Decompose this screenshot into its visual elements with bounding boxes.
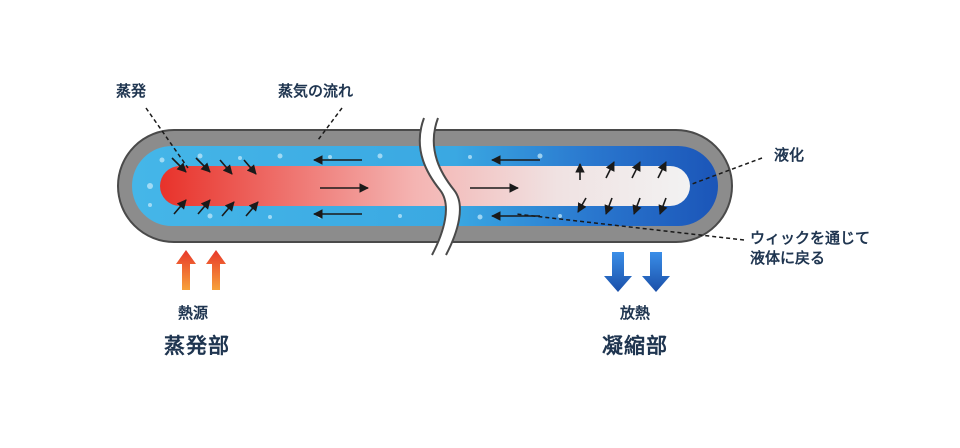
evaporation-arrow [173,199,187,215]
label-evaporator-section: 蒸発部 [164,334,230,358]
pipe-break-gap [419,118,460,255]
heat-up-arrow [206,250,226,290]
evaporation-arrow [171,157,187,173]
evaporation-arrow [245,201,259,217]
label-evaporation: 蒸発 [116,82,147,100]
heat-down-arrow [642,252,670,292]
condensation-arrow [605,161,615,179]
label-heat-source: 熱源 [178,304,209,322]
evaporation-arrow [219,159,233,175]
label-wick-return-line2: 液体に戻る [750,249,826,267]
heat-sink-arrows [604,252,670,292]
heat-up-arrow [176,250,196,290]
label-wick-return: ウィックを通じて 液体に戻る [750,228,870,268]
label-heat-dissipation: 放熱 [620,304,651,322]
label-condenser-section: 凝縮部 [602,334,668,358]
evaporation-arrow [243,159,257,175]
vapor-core [160,166,690,206]
leader-lines [145,107,763,241]
label-vapor-flow: 蒸気の流れ [278,82,354,100]
evaporation-arrow [197,199,211,215]
heat-down-arrow [604,252,632,292]
leader-evaporation [145,107,189,169]
condensation-arrow [632,197,642,215]
condensation-arrow [657,161,667,179]
condensation-arrow [631,161,641,179]
leader-liquefaction [691,157,763,185]
heat-source-arrows [176,250,226,290]
evaporation-arrow [195,157,211,173]
pipe-break-edge-left [418,117,447,256]
label-liquefaction: 液化 [774,146,805,164]
heat-pipe [117,117,733,256]
condensation-arrow [604,197,614,215]
condensation-arrow [658,197,668,215]
condensation-arrow [577,197,587,213]
pipe-break-edge-right [432,117,461,256]
label-wick-return-line1: ウィックを通じて [750,229,871,247]
leader-wick-return [515,213,745,241]
flow-arrows [171,155,668,221]
evaporation-arrow [221,201,235,217]
wick-droplets [147,153,562,220]
